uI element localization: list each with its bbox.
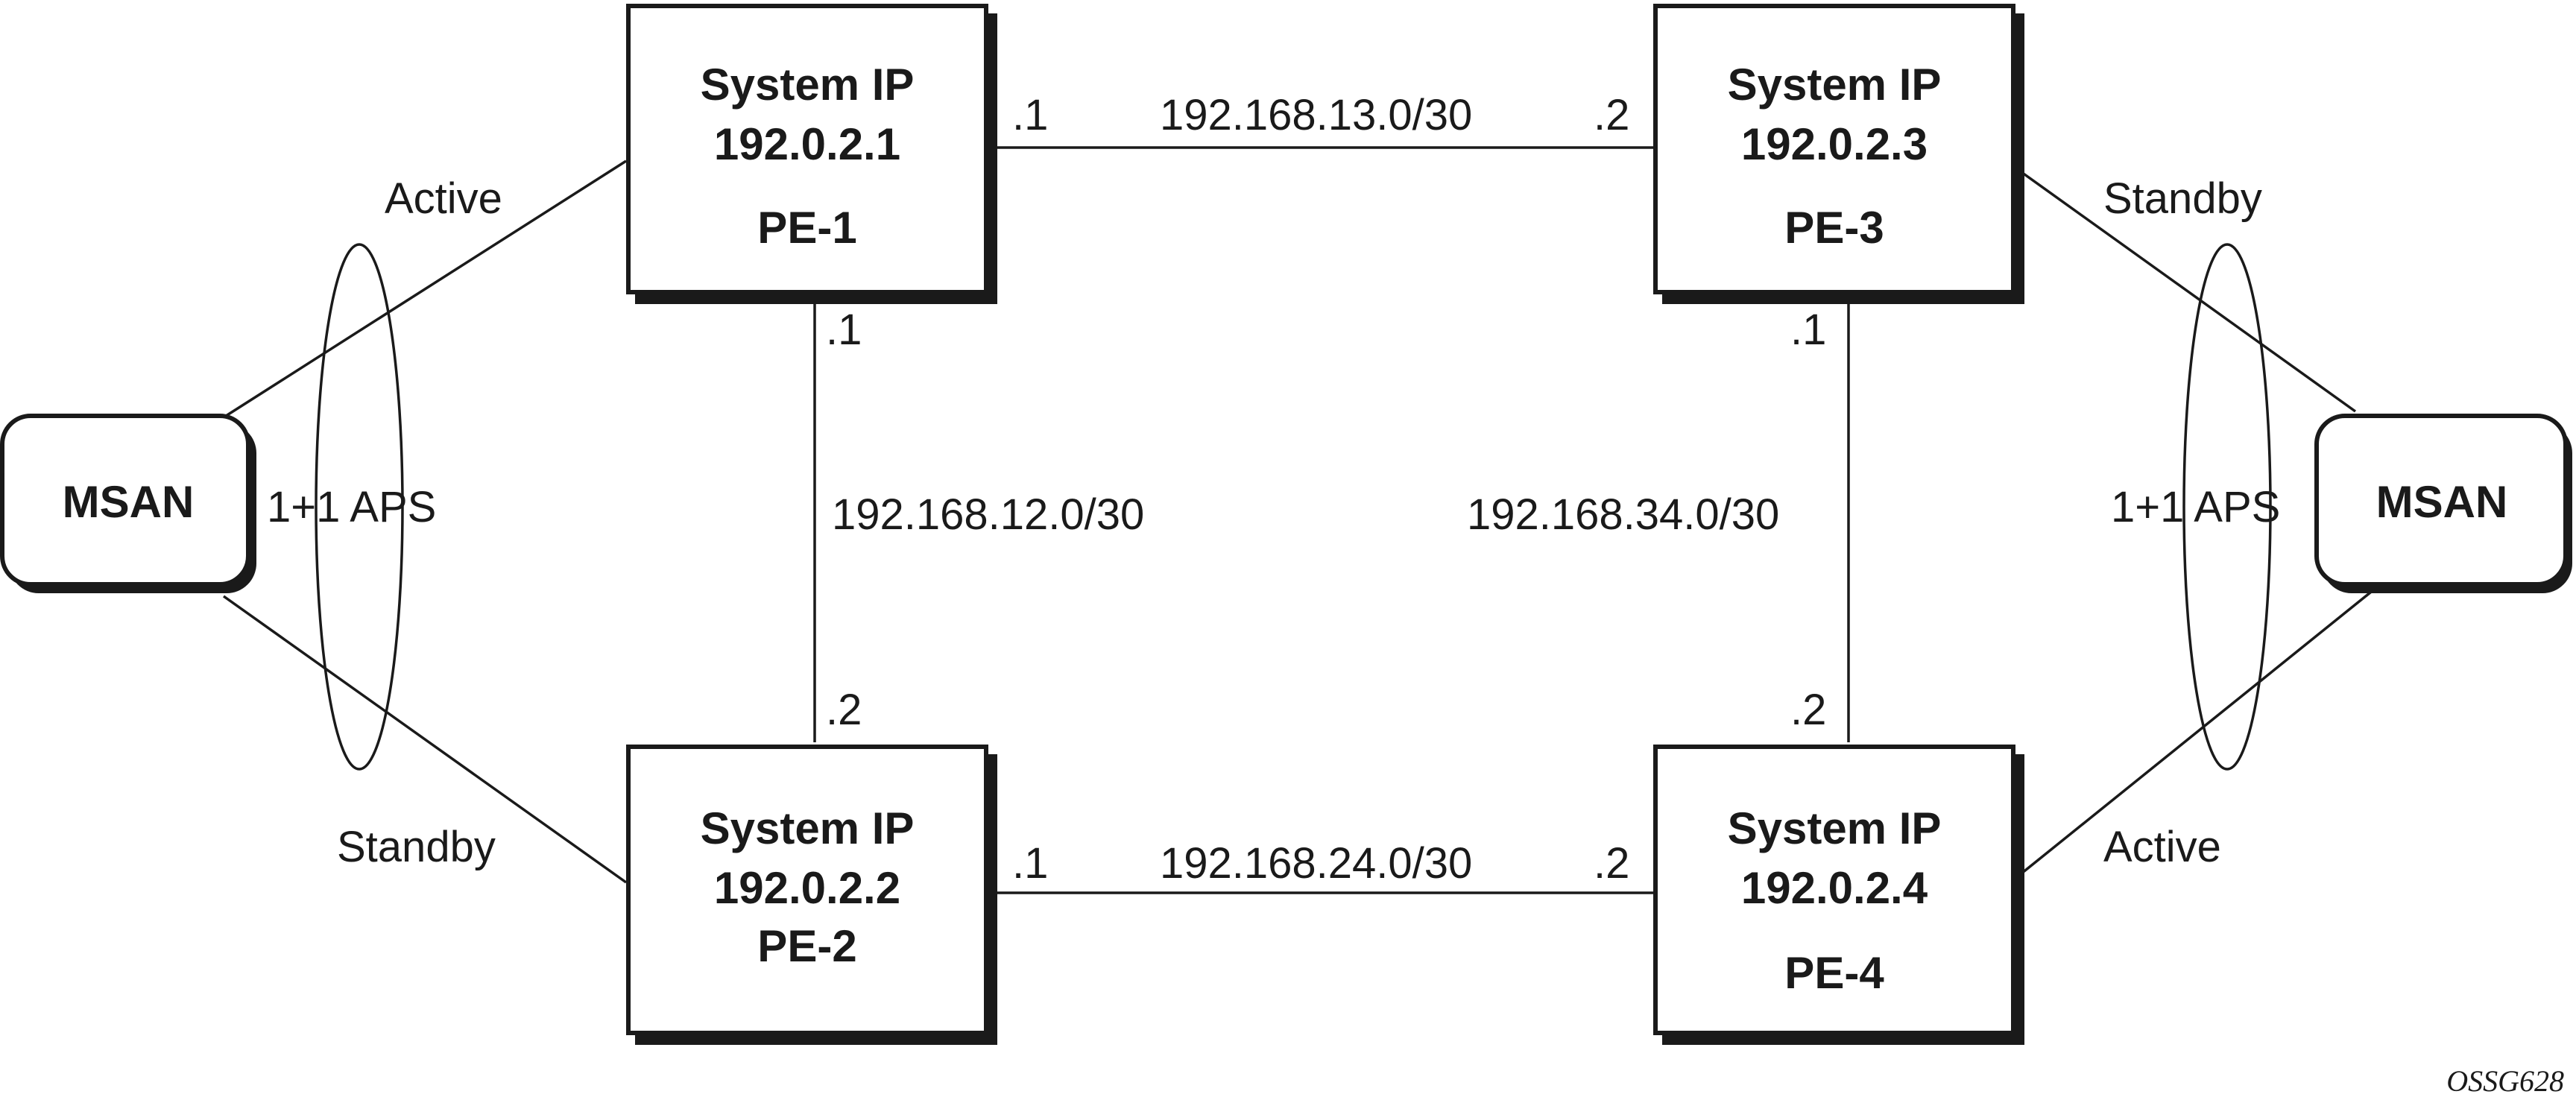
access-right-aps-label: 1+1 APS xyxy=(2111,483,2280,531)
pe3-name: PE-3 xyxy=(1784,203,1884,253)
link-msan-left-pe2 xyxy=(222,595,628,884)
link-msan-right-pe4 xyxy=(2020,585,2379,875)
link-pe2-pe4-subnet: 192.168.24.0/30 xyxy=(1160,839,1472,888)
link-pe1-pe3-a-end: .1 xyxy=(1012,91,1048,139)
pe4-name: PE-4 xyxy=(1784,948,1884,998)
link-pe1-pe2-b-end: .2 xyxy=(826,686,862,734)
pe3-line2: 192.0.2.3 xyxy=(1741,119,1928,169)
link-msan-left-pe1 xyxy=(223,159,627,419)
access-right-bottom-label: Active xyxy=(2103,823,2221,871)
pe1-line1: System IP xyxy=(701,60,915,110)
pe2-name: PE-2 xyxy=(757,921,856,971)
access-left-bottom-label: Standby xyxy=(337,823,496,871)
msan-right-node: MSAN xyxy=(2314,414,2572,593)
aps-ellipse-right xyxy=(2182,243,2272,771)
link-pe1-pe2-subnet: 192.168.12.0/30 xyxy=(832,490,1144,539)
msan-left-node: MSAN xyxy=(0,414,256,593)
link-pe1-pe3-b-end: .2 xyxy=(1594,91,1629,139)
pe4-line2: 192.0.2.4 xyxy=(1741,863,1928,913)
pe2-node: System IP 192.0.2.2 PE-2 xyxy=(626,745,997,1045)
msan-left-label: MSAN xyxy=(63,477,195,527)
figure-id: OSSG628 xyxy=(2446,1064,2564,1098)
access-right-top-label: Standby xyxy=(2103,174,2262,223)
link-pe1-pe3-subnet: 192.168.13.0/30 xyxy=(1160,91,1472,139)
msan-right-label: MSAN xyxy=(2376,477,2508,527)
access-left-top-label: Active xyxy=(385,174,502,223)
pe1-name: PE-1 xyxy=(757,203,856,253)
aps-ellipse-left xyxy=(315,243,404,771)
pe1-line2: 192.0.2.1 xyxy=(714,119,900,169)
access-left-aps-label: 1+1 APS xyxy=(267,483,436,531)
link-pe3-pe4-b-end: .2 xyxy=(1790,686,1826,734)
link-pe1-pe2-a-end: .1 xyxy=(826,306,862,354)
pe4-node: System IP 192.0.2.4 PE-4 xyxy=(1653,745,2024,1045)
pe1-node: System IP 192.0.2.1 PE-1 xyxy=(626,4,997,304)
pe3-node: System IP 192.0.2.3 PE-3 xyxy=(1653,4,2024,304)
pe2-line2: 192.0.2.2 xyxy=(714,863,900,913)
link-msan-right-pe3 xyxy=(2020,171,2357,413)
pe2-line1: System IP xyxy=(701,803,915,853)
link-pe3-pe4-a-end: .1 xyxy=(1790,306,1826,354)
pe3-line1: System IP xyxy=(1728,60,1942,110)
link-pe2-pe4-b-end: .2 xyxy=(1594,839,1629,888)
pe4-line1: System IP xyxy=(1728,803,1942,853)
link-pe2-pe4-a-end: .1 xyxy=(1012,839,1048,888)
link-pe3-pe4-subnet: 192.168.34.0/30 xyxy=(1467,490,1779,539)
